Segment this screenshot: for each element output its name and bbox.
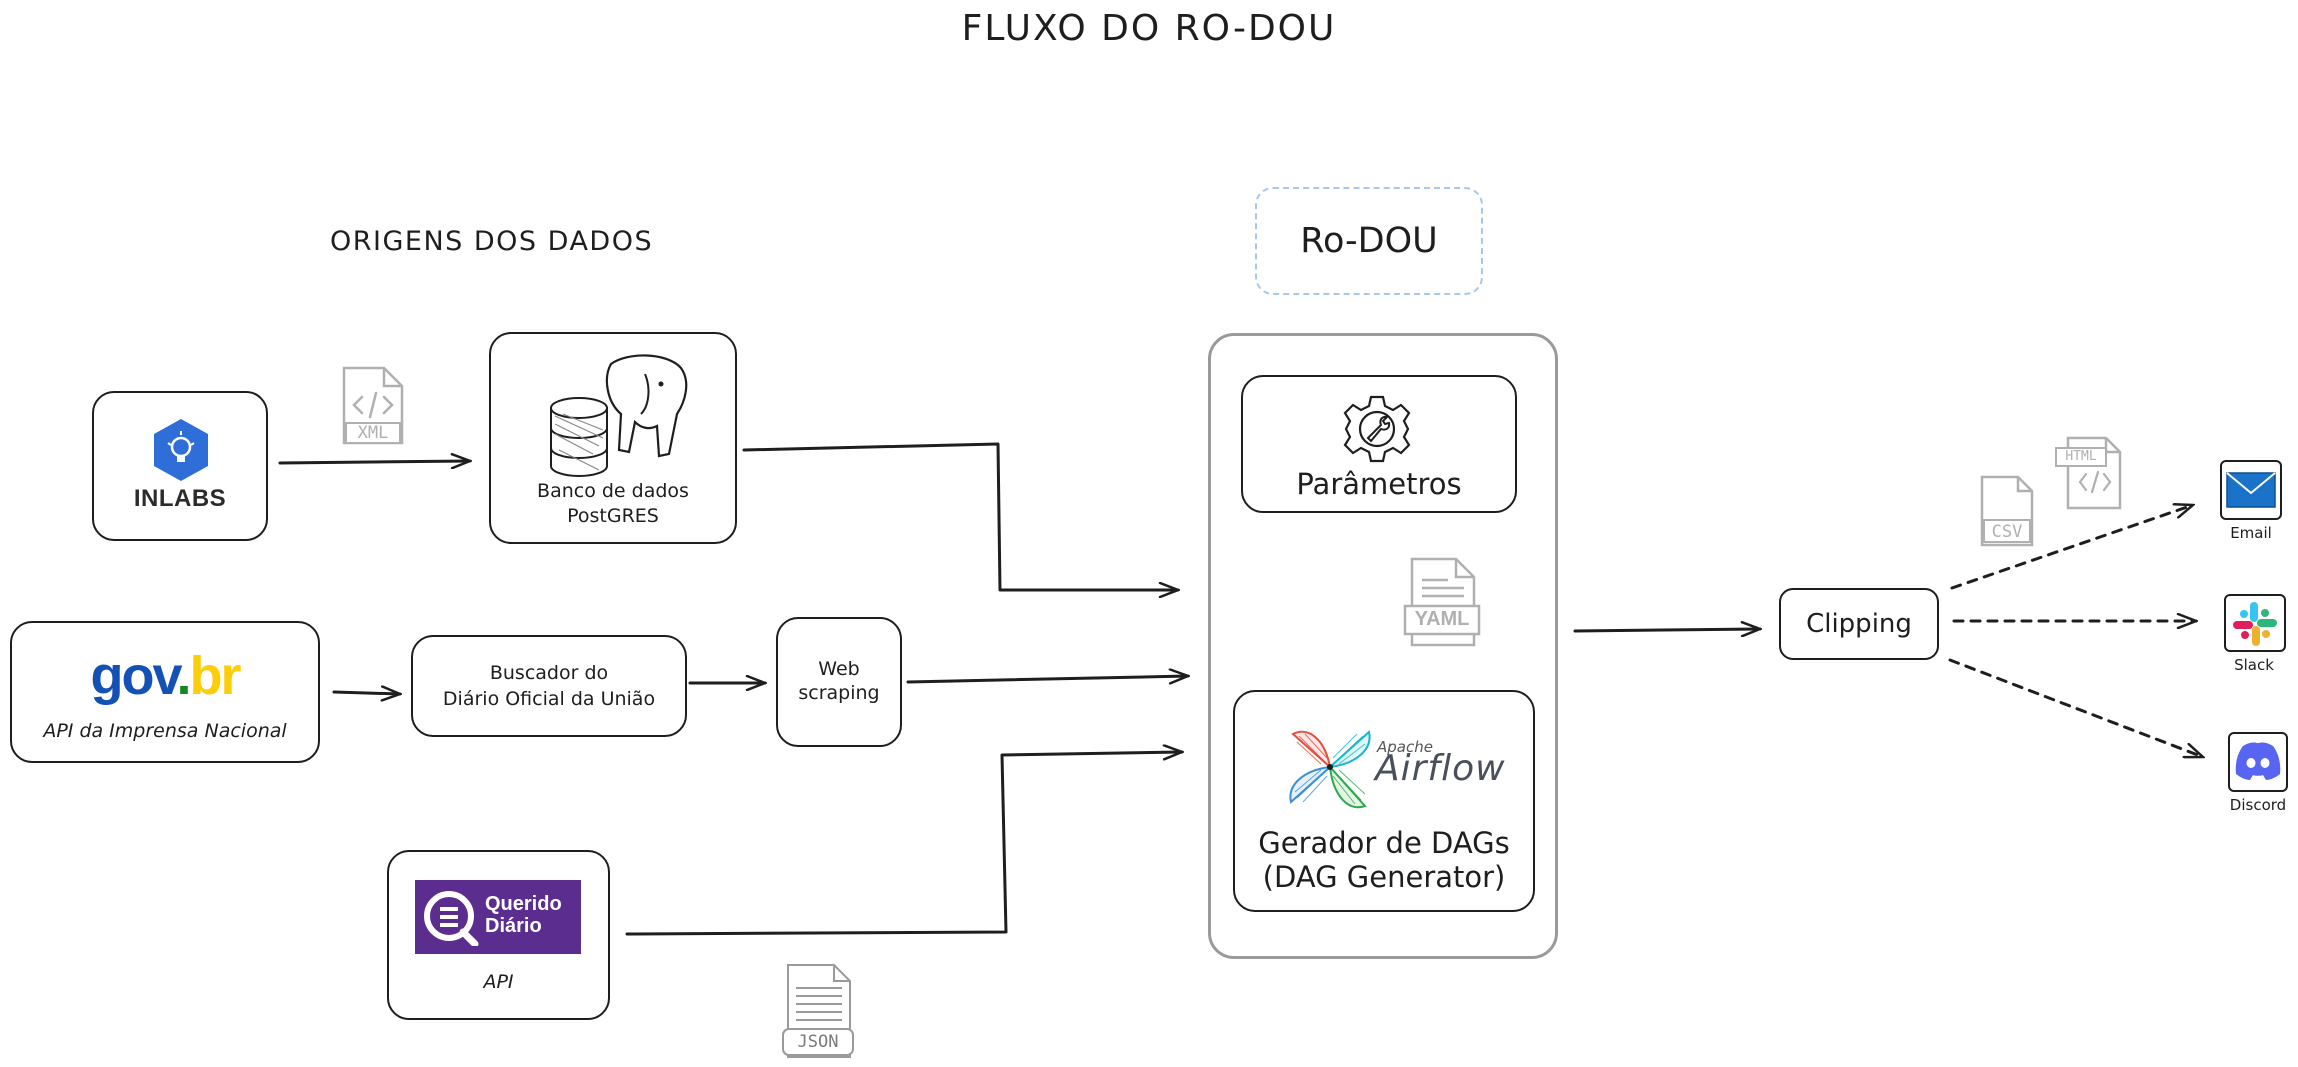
postgres-node: Banco de dados PostGRES	[489, 332, 737, 544]
html-file-icon: HTML	[2054, 434, 2124, 512]
webscraping-line1: Web	[818, 658, 860, 680]
buscador-line2: Diário Oficial da União	[442, 688, 656, 710]
html-file-label: HTML	[2065, 449, 2097, 464]
airflow-logo-small: Apache	[1377, 738, 1433, 756]
airflow-line2: (DAG Generator)	[1262, 860, 1506, 894]
querido-node: Querido Diário API	[387, 850, 610, 1020]
yaml-file-label: YAML	[1414, 608, 1470, 630]
arrow-postgres-to-rodou	[742, 442, 1178, 590]
csv-file-label: CSV	[1991, 522, 2023, 542]
clipping-node: Clipping	[1779, 588, 1939, 660]
arrow-clipping-to-discord	[1948, 658, 2203, 759]
arrow-govbr-to-buscador	[332, 692, 400, 694]
discord-channel	[2228, 732, 2288, 792]
govbr-caption: API da Imprensa Nacional	[43, 720, 287, 742]
xml-file-icon: XML	[340, 365, 406, 447]
querido-logo-line1: Querido	[485, 893, 562, 915]
airflow-pinwheel-icon	[1289, 730, 1371, 809]
inlabs-node: INLABS	[92, 391, 268, 541]
json-file-icon: JSON	[780, 962, 856, 1060]
slack-label: Slack	[2234, 656, 2274, 674]
slack-icon	[2233, 602, 2277, 646]
arrow-clipping-to-email	[1950, 505, 2193, 590]
arrow-querido-to-rodou	[625, 752, 1182, 936]
arrow-rodou-to-clipping	[1573, 629, 1760, 631]
querido-logo: Querido Diário	[415, 880, 581, 954]
json-file-label: JSON	[797, 1032, 839, 1052]
postgres-elephant-icon	[550, 354, 688, 477]
yaml-file-icon: YAML	[1402, 556, 1482, 648]
csv-file-icon: CSV	[1978, 474, 2036, 548]
webscraping-line2: scraping	[798, 682, 880, 704]
buscador-line1: Buscador do	[489, 662, 609, 684]
parametros-label: Parâmetros	[1296, 467, 1462, 501]
govbr-node: gov.br API da Imprensa Nacional	[10, 621, 320, 763]
postgres-label-line1: Banco de dados	[537, 480, 689, 502]
parametros-node: Parâmetros	[1241, 375, 1517, 513]
origins-title: ORIGENS DOS DADOS	[330, 226, 654, 257]
webscraping-node: Web scraping	[776, 617, 902, 747]
arrow-webscraping-to-rodou	[906, 676, 1188, 682]
arrow-inlabs-to-postgres	[278, 461, 470, 463]
govbr-logo-gov: gov	[90, 646, 178, 706]
airflow-logo-big: Airflow	[1375, 748, 1506, 789]
email-label: Email	[2230, 524, 2272, 542]
discord-label: Discord	[2229, 796, 2287, 814]
slack-channel	[2224, 594, 2286, 652]
inlabs-logo-text: INLABS	[133, 485, 227, 512]
airflow-line1: Gerador de DAGs	[1258, 826, 1510, 860]
diagram-title: FLUXO DO RO-DOU	[961, 8, 1337, 49]
querido-logo-line2: Diário	[485, 915, 542, 937]
email-icon	[2226, 472, 2276, 508]
rodou-label: Ro-DOU	[1255, 187, 1483, 295]
govbr-logo: gov.br	[12, 645, 318, 707]
email-channel	[2220, 460, 2282, 520]
querido-caption: API	[483, 971, 514, 993]
airflow-node: Apache Airflow Gerador de DAGs (DAG Gene…	[1233, 690, 1535, 912]
buscador-node: Buscador do Diário Oficial da União	[411, 635, 687, 737]
postgres-label-line2: PostGRES	[567, 505, 659, 527]
xml-file-label: XML	[357, 423, 389, 443]
inlabs-logo-icon	[154, 419, 208, 481]
govbr-logo-dot: .	[176, 646, 191, 706]
govbr-logo-br: br	[189, 646, 242, 706]
querido-logo-icon	[424, 891, 479, 946]
discord-icon	[2235, 742, 2281, 780]
gear-wrench-icon	[1343, 395, 1411, 463]
